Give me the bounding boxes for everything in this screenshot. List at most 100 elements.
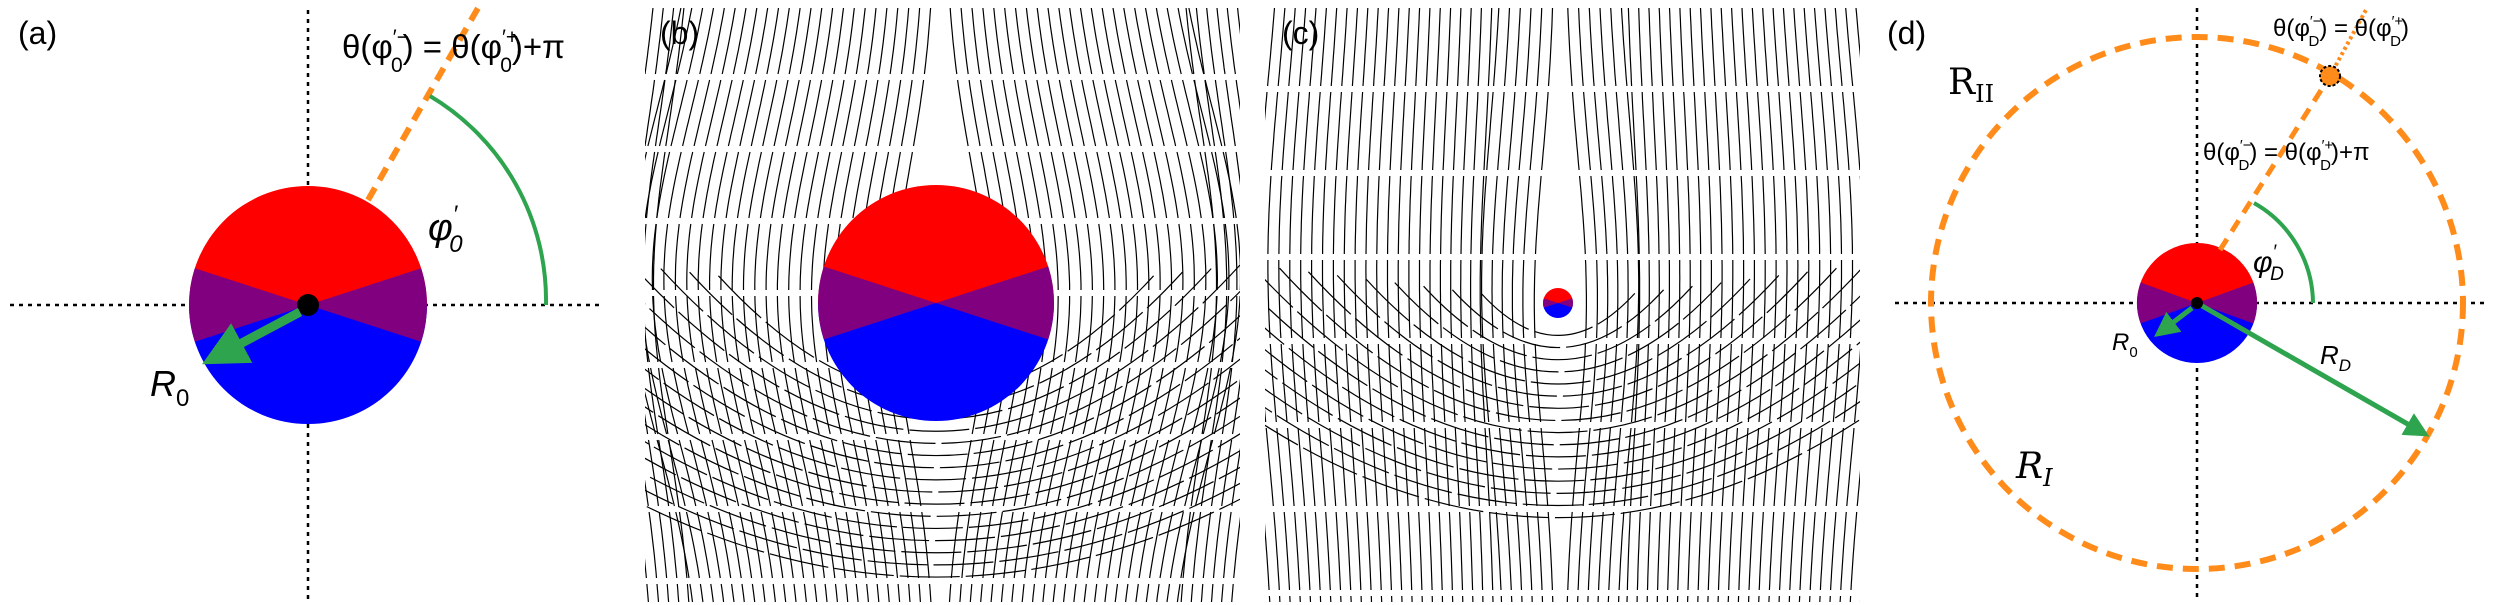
- branch-cut-extension: [2328, 7, 2369, 77]
- field-line: [1566, 8, 1587, 603]
- region-outer-label: RII: [1948, 62, 1994, 108]
- field-line: [776, 8, 828, 603]
- field-line: [1231, 8, 1240, 603]
- region-inner-label: RI: [2015, 446, 2053, 492]
- field-line: [1145, 8, 1207, 603]
- field-line: [1267, 8, 1291, 603]
- field-line: [1032, 8, 1082, 603]
- field-line: [1788, 8, 1810, 603]
- field-line: [1618, 8, 1640, 603]
- field-line: [1748, 8, 1766, 603]
- field-contour: [645, 482, 1240, 566]
- panel-c-tag: (c): [1282, 15, 1319, 51]
- field-line: [799, 8, 849, 603]
- panel-b: (b): [602, 8, 1240, 603]
- field-line: [742, 8, 797, 603]
- disk-top-half: [818, 185, 1054, 303]
- field-contour: [1265, 418, 1860, 519]
- center-dot: [2191, 297, 2203, 309]
- field-line: [765, 8, 818, 603]
- outer-boundary-circle: [1928, 34, 2466, 572]
- field-line: [1717, 8, 1734, 603]
- field-line: [1397, 8, 1413, 603]
- field-line: [1646, 8, 1660, 603]
- r0-arrow: [2154, 306, 2194, 338]
- disk-bottom-half: [1543, 303, 1573, 318]
- panel-d-r0-label: R0: [2112, 329, 2138, 361]
- field-line: [1597, 8, 1619, 603]
- field-line: [1278, 8, 1301, 603]
- field-line: [602, 8, 638, 602]
- field-line: [1849, 8, 1860, 603]
- defect-point: [2319, 65, 2341, 87]
- field-line: [1135, 8, 1195, 603]
- field-contour: [645, 450, 1240, 541]
- field-line: [1321, 8, 1342, 603]
- field-line: [754, 8, 807, 603]
- field-line: [1839, 8, 1860, 603]
- field-line: [1365, 8, 1383, 603]
- field-contour: [1336, 274, 1780, 397]
- panel-b-tag: (b): [660, 15, 699, 51]
- field-line: [1311, 8, 1332, 603]
- field-line: [1727, 8, 1745, 603]
- rd-arrow: [2195, 300, 2430, 437]
- field-contour: [645, 314, 1240, 456]
- panel-c-disk: [1543, 288, 1574, 318]
- field-contour: [1279, 267, 1837, 422]
- field-contour: [1451, 289, 1665, 348]
- field-contour: [1307, 271, 1809, 409]
- top-theta-label: θ(φ′−D) = θ(φ′+D): [2273, 13, 2409, 50]
- field-line: [645, 8, 680, 603]
- field-line: [1501, 8, 1523, 603]
- field-line: [1429, 8, 1444, 603]
- panel-a: (a) θ(φ′−0) = θ(φ′+0)+π φ′0 R0: [10, 6, 600, 600]
- field-line: [1577, 8, 1598, 603]
- field-line: [1200, 8, 1238, 603]
- field-line: [1289, 8, 1312, 603]
- field-line: [645, 8, 660, 603]
- field-line: [1676, 8, 1691, 603]
- field-line: [1450, 8, 1464, 603]
- field-line: [1052, 8, 1105, 603]
- field-line: [686, 8, 745, 603]
- panel-d-rd-label: RD: [2320, 340, 2351, 375]
- field-line: [1063, 8, 1116, 603]
- field-line: [1607, 8, 1629, 603]
- field-line: [1343, 8, 1362, 603]
- field-contour: [1265, 341, 1860, 470]
- field-contour: [1265, 319, 1860, 458]
- field-contour: [1394, 282, 1722, 373]
- field-line: [709, 8, 766, 603]
- field-line: [1798, 8, 1821, 603]
- panel-c-field-lines: [1265, 8, 1860, 603]
- field-line: [1418, 8, 1433, 603]
- radius-arrow: [202, 308, 303, 365]
- field-line: [1221, 8, 1240, 603]
- disk-top-half: [1543, 288, 1573, 303]
- field-contour: [1265, 400, 1860, 507]
- disk-bottom-half: [818, 303, 1054, 421]
- field-line: [1021, 8, 1071, 603]
- field-line: [1386, 8, 1403, 603]
- field-contour: [1480, 292, 1636, 336]
- field-line: [1707, 8, 1723, 603]
- field-line: [645, 8, 704, 603]
- field-contour: [645, 337, 1240, 469]
- field-line: [1859, 599, 1860, 602]
- field-line: [1819, 8, 1843, 603]
- field-line: [1737, 8, 1755, 603]
- field-contour: [645, 290, 1240, 444]
- field-contour: [645, 433, 1240, 530]
- field-line: [1011, 8, 1059, 603]
- field-line: [1522, 8, 1544, 603]
- field-line: [1265, 522, 1271, 603]
- panel-a-r0-label: R0: [150, 363, 189, 412]
- branch-cut-line: [365, 6, 481, 202]
- field-contour: [1365, 278, 1751, 385]
- panel-a-phi-label: φ′0: [428, 201, 463, 258]
- field-line: [1829, 8, 1854, 603]
- field-line: [1408, 8, 1423, 603]
- field-line: [1094, 8, 1150, 603]
